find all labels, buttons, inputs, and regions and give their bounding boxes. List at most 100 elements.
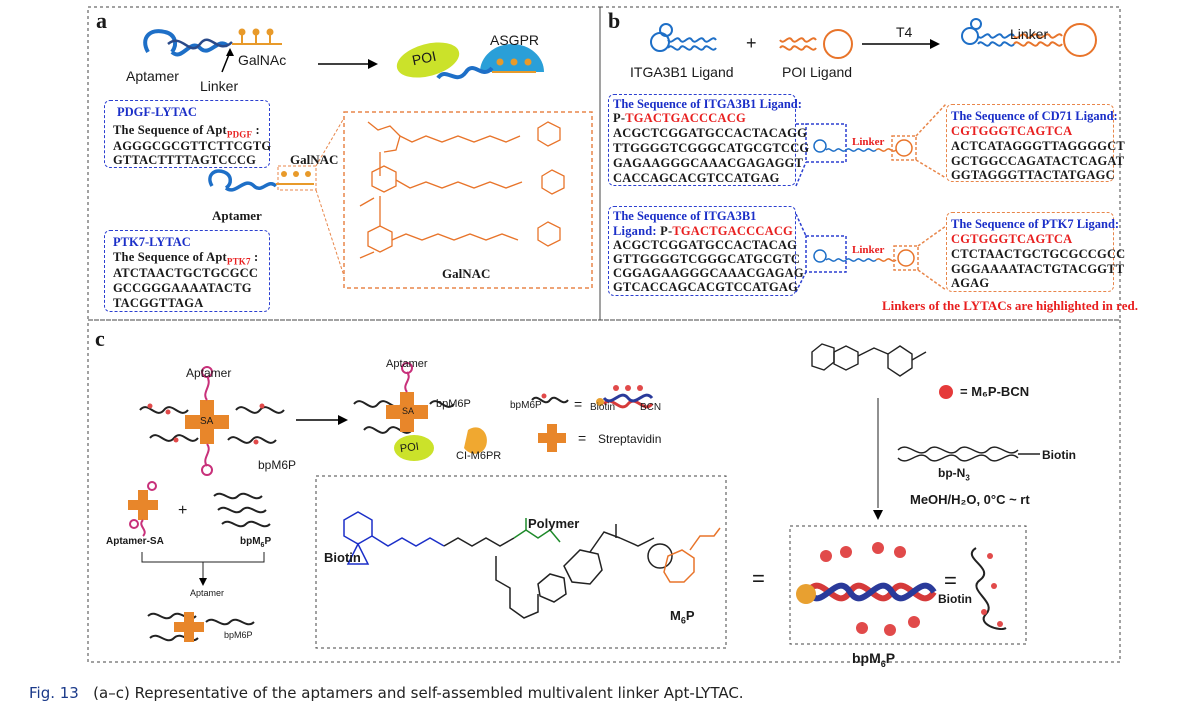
m6p-bcn-label: = M₆P-BCN — [960, 384, 1030, 399]
mini-construct-1 — [795, 103, 947, 187]
ptk7-seq-line: CTCTAACTGCTGCGCCGCC — [951, 247, 1126, 261]
bp-n3-structure — [897, 446, 1040, 462]
galnac-structure-box — [343, 111, 593, 289]
aptamer-label-c2: Aptamer — [386, 358, 428, 370]
bcn-legend-label: BCN — [640, 402, 662, 413]
eq-sign-2: = — [578, 430, 587, 446]
ptk7-seq-line: GGGAAAATACTGTACGGTT — [951, 262, 1125, 276]
panel-b-frame — [599, 6, 1121, 321]
linker-small-2: Linker — [852, 244, 885, 256]
linker-small-1: Linker — [852, 136, 885, 148]
cd71-seq-line: GGTAGGGTTACTATGAGC — [951, 168, 1115, 182]
itga2-red-line: Ligand: P-TGACTGACCCACG — [613, 224, 793, 238]
bpm6p-helix — [796, 542, 937, 636]
aptamer-label-c1: Aptamer — [186, 366, 232, 380]
itga-box-2: The Sequence of ITGA3B1 Ligand: P-TGACTG… — [608, 206, 804, 296]
itga-seq-line: GAGAAGGGCAAACGAGAGGT — [613, 156, 804, 170]
panel-a-frame — [87, 6, 601, 321]
ptk7-title: PTK7-LYTAC — [113, 235, 191, 249]
eq-sign-3: = — [752, 566, 765, 591]
itga-ligand-label: ITGA3B1 Ligand — [630, 64, 734, 80]
sa-label-c2: SA — [402, 406, 415, 416]
biotin-structure-label: Biotin — [324, 550, 361, 565]
pdgf-box: PDGF-LYTAC The Sequence of AptPDGF : AGG… — [104, 100, 272, 168]
bpm6p-coil — [970, 547, 1007, 630]
bcn-triazole-structure — [495, 524, 673, 619]
itga-seq-line: CACCAGCACGTCCATGAG — [613, 171, 780, 185]
panel-c-frame — [87, 319, 1121, 663]
pdgf-seq-line: GTTACTTTTAGTCCCG — [113, 153, 257, 167]
aptamer-label-c3: Aptamer — [190, 588, 225, 598]
bpm6p-label-c3: bpM6P — [224, 630, 253, 640]
sa-label-c1: SA — [200, 416, 214, 427]
aptamer-label: Aptamer — [126, 68, 179, 84]
cd71-seq-line: GCTGGCCAGATACTCAGAT — [951, 154, 1125, 168]
biotin-right-label: Biotin — [938, 592, 972, 606]
plus-sign: + — [746, 33, 757, 53]
polymer-structure-box — [315, 475, 727, 649]
m6p-bcn-sphere — [939, 385, 953, 399]
caption-text: (a–c) Representative of the aptamers and… — [93, 684, 744, 702]
conditions-label: MeOH/H₂O, 0°C ~ rt — [910, 492, 1030, 507]
mini-construct-2 — [795, 213, 947, 293]
bpm6p-big-label: bpM6P — [852, 650, 896, 669]
bpm6p-legend — [531, 385, 654, 409]
pdgf-seq-line: AGGGCGCGTTCTTCGTG — [113, 139, 272, 153]
polymer-structure — [513, 518, 561, 543]
m6p-bcn-structure — [811, 343, 927, 377]
itga-seq-line: ACGCTCGGATGCCACTACAGG — [613, 126, 808, 140]
final-complex-small — [147, 612, 255, 642]
aptamer-sa-icon — [128, 481, 158, 537]
ptk7-seq-line: ATCTAACTGCTGCGCC — [113, 266, 259, 280]
pdgf-seq-label: The Sequence of AptPDGF : — [113, 123, 260, 140]
galnac-small-label: GalNAC — [290, 152, 339, 167]
ptk7-box: PTK7-LYTAC The Sequence of AptPTK7 : ATC… — [104, 230, 270, 312]
linker-label: Linker — [200, 78, 239, 94]
cd71-seq-line: ACTCATAGGGTTAGGGGCT — [951, 139, 1125, 153]
sa-aptamer-complex-1 — [139, 366, 285, 476]
streptavidin-legend — [538, 424, 566, 452]
panel-a-letter: a — [96, 8, 107, 33]
ptk7-seq-line: GCCGGGAAAATACTG — [113, 281, 252, 295]
linker-structure — [443, 537, 515, 547]
ptk7-red-line: CGTGGGTCAGTCA — [951, 232, 1073, 246]
galnac-structure-label: GalNAC — [442, 266, 491, 281]
m6p-structure-label: M6P — [670, 608, 695, 626]
poi-ligand-label: POI Ligand — [782, 64, 853, 80]
bpm6p-sub-label: bpM6P — [240, 536, 272, 549]
pdgf-title: PDGF-LYTAC — [117, 105, 197, 119]
linked-product-icon — [961, 18, 1097, 57]
itga-title: The Sequence of ITGA3B1 Ligand: — [613, 97, 802, 111]
aptamer-small-label: Aptamer — [212, 208, 262, 223]
biotin-structure — [343, 511, 445, 565]
panel-b-letter: b — [608, 8, 621, 33]
poi-ligand-icon — [779, 29, 853, 59]
ptk7-seq-label: The Sequence of AptPTK7 : — [113, 250, 259, 267]
ptk7-seq-line: TACGGTTAGA — [113, 296, 204, 310]
poi-asgpr-complex — [396, 42, 544, 80]
eq-sign-4: = — [944, 568, 957, 593]
figure-caption: Fig. 13 (a–c) Representative of the apta… — [29, 684, 744, 702]
sa-aptamer-complex-2 — [353, 362, 487, 461]
itga-box-1: The Sequence of ITGA3B1 Ligand: P-TGACTG… — [608, 94, 809, 186]
caption-label: Fig. 13 — [29, 684, 79, 702]
ptk7-seq-line: AGAG — [951, 276, 990, 290]
bpm6p-box — [789, 525, 1027, 645]
m6p-structure — [663, 527, 721, 583]
small-aptamer-icon — [208, 117, 345, 277]
itga-seq-line: TTGGGGTCGGGCATGCGTCCG — [613, 141, 810, 155]
ptk7-ligand-box: The Sequence of PTK7 Ligand: CGTGGGTCAGT… — [946, 212, 1125, 292]
polymer-label: Polymer — [528, 516, 580, 531]
aptamer-sa-label: Aptamer-SA — [106, 536, 164, 547]
itga2-seq-line: GTCACCAGCACGTCCATGAG — [613, 280, 799, 294]
eq-sign-1: = — [574, 396, 583, 412]
galnac-label: GalNAc — [238, 52, 287, 68]
figure: a Aptamer GalNAc Linker POI ASGPR PDGF-L… — [87, 6, 1138, 669]
asgpr-label: ASGPR — [490, 32, 540, 48]
plus-c: + — [178, 502, 188, 519]
biotin-chain-label: Biotin — [1042, 448, 1076, 462]
itga-red-line: P-TGACTGACCCACG — [613, 111, 746, 125]
bpm6p-bundle-icon — [213, 492, 271, 528]
cim6pr-label: CI-M6PR — [456, 450, 502, 462]
bpm6p-label-c1: bpM6P — [258, 458, 297, 472]
